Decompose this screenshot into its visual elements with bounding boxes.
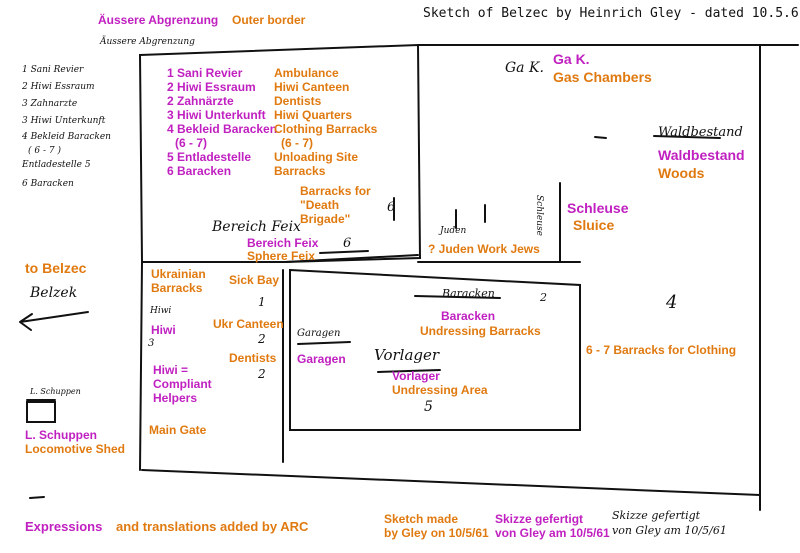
- legend-hw-8: 6 Baracken: [22, 179, 74, 189]
- upper-left-divider: [284, 254, 419, 263]
- number-hw-2: 2: [258, 332, 266, 346]
- legend-hw-7: Entladestelle 5: [22, 160, 91, 170]
- legend-en-6: (6 - 7): [281, 136, 314, 150]
- footer-translations: and translations added by ARC: [116, 519, 309, 534]
- vorlager-label-de: Vorlager: [392, 369, 440, 383]
- main-gate-label: Main Gate: [149, 423, 207, 437]
- ukrainian-barracks-label: Ukrainian Barracks: [151, 267, 206, 295]
- number-hw-5: 2: [540, 291, 547, 304]
- undressing-barracks-label-de: Baracken: [441, 309, 496, 323]
- number-hw-6: 4: [666, 292, 678, 313]
- number-hw-1: 1: [258, 295, 266, 309]
- main-area-bottom: [141, 469, 761, 496]
- outer-border-handwritten: Äussere Abgrenzung: [100, 37, 195, 47]
- to-belzec-handwritten: Belzek: [30, 285, 78, 301]
- death-brigade-label: Barracks for "Death Brigade": [300, 184, 371, 226]
- jews-handwritten: Juden: [440, 226, 467, 236]
- vorlager-handwritten: Vorlager: [374, 346, 440, 364]
- legend-hw-1: 1 Sani Revier: [22, 65, 84, 75]
- outer-border-label-en: Outer border: [232, 13, 306, 27]
- garages-label: Garagen: [297, 352, 346, 366]
- woods-handwritten: Waldbestand: [658, 125, 743, 140]
- main-area-left: [139, 261, 143, 471]
- footer-sketch-made: Sketch made by Gley on 10/5/61: [384, 512, 489, 540]
- woods-label-en: Woods: [658, 165, 705, 181]
- gas-chambers-handwritten: Ga K.: [505, 60, 544, 76]
- legend-hw-5: 4 Bekleid Baracken: [22, 132, 111, 142]
- legend-de-7: 5 Entladestelle: [167, 150, 252, 164]
- legend-de-6: (6 - 7): [175, 136, 208, 150]
- legend-hw-3: 3 Zahnarzte: [22, 99, 78, 109]
- to-belzec-arrow: [19, 311, 89, 331]
- legend-de-5: 4 Bekleid Baracken: [167, 122, 278, 136]
- vorlager-label-en: Undressing Area: [392, 383, 488, 397]
- legend-en-8: Barracks: [274, 164, 326, 178]
- legend-en-5: Clothing Barracks: [274, 122, 378, 136]
- feix-handwritten: Bereich Feix: [212, 219, 301, 235]
- number-hw-4: 3: [148, 338, 155, 349]
- shed-label-en: Locomotive Shed: [25, 442, 126, 456]
- hiwi-label-de: Hiwi: [151, 323, 176, 337]
- feix-label-de: Bereich Feix: [247, 236, 319, 250]
- clothing-barracks-label: 6 - 7 Barracks for Clothing: [586, 343, 737, 357]
- sick-bay-label: Sick Bay: [229, 273, 280, 287]
- feix-label-en: Sphere Feix: [247, 249, 316, 263]
- footer-handwritten-note: Skizze gefertigt von Gley am 10/5/61: [612, 509, 727, 537]
- legend-en-3: Dentists: [274, 94, 322, 108]
- legend-en-4: Hiwi Quarters: [274, 108, 353, 122]
- upper-left-block: [138, 43, 422, 263]
- death-brigade-number: 6: [387, 200, 396, 215]
- sluice-handwritten: Schleuse: [534, 195, 544, 236]
- to-belzec-label: to Belzec: [25, 260, 87, 276]
- legend-de-8: 6 Baracken: [167, 164, 232, 178]
- outer-border-label-de: Äussere Abgrenzung: [98, 13, 219, 27]
- legend-de-3: 2 Zahnärzte: [167, 94, 234, 108]
- feix-number: 6: [343, 236, 352, 251]
- shed-handwritten: L. Schuppen: [30, 387, 81, 396]
- hiwi-label-en: Hiwi = Compliant Helpers: [153, 363, 212, 405]
- gas-chambers-label-en: Gas Chambers: [553, 69, 652, 85]
- footer-skizze-gefertigt: Skizze gefertigt von Gley am 10/5/61: [495, 512, 610, 540]
- sluice-label-en: Sluice: [573, 217, 615, 233]
- legend-de-1: 1 Sani Revier: [167, 66, 243, 80]
- shed-box: [26, 401, 56, 423]
- gas-chambers-label-de: Ga K.: [553, 51, 590, 67]
- legend-hw-6: ( 6 - 7 ): [28, 146, 61, 156]
- legend-en-1: Ambulance: [274, 66, 339, 80]
- shed-label-de: L. Schuppen: [25, 428, 97, 442]
- legend-de-2: 2 Hiwi Essraum: [167, 80, 256, 94]
- footer-expressions: Expressions: [25, 519, 103, 534]
- hiwi-handwritten: Hiwi: [150, 306, 172, 316]
- number-hw-7: 5: [424, 399, 433, 415]
- sluice-label-de: Schleuse: [567, 200, 629, 216]
- legend-en-2: Hiwi Canteen: [274, 80, 350, 94]
- legend-hw-4: 3 Hiwi Unterkunft: [22, 116, 106, 126]
- undressing-barracks-handwritten: Baracken: [442, 287, 495, 300]
- legend-hw-2: 2 Hiwi Essraum: [22, 82, 95, 92]
- legend-de-4: 3 Hiwi Unterkunft: [167, 108, 266, 122]
- number-hw-3: 2: [258, 367, 266, 381]
- ukr-canteen-label: Ukr Canteen: [213, 317, 284, 331]
- dentists-label: Dentists: [229, 351, 277, 365]
- garages-handwritten: Garagen: [297, 328, 341, 339]
- undressing-barracks-label-en: Undressing Barracks: [420, 324, 541, 338]
- sketch-title: Sketch of Belzec by Heinrich Gley - date…: [423, 6, 800, 21]
- jews-label: ? Juden Work Jews: [428, 242, 540, 256]
- inner-block: [289, 268, 581, 431]
- legend-en-7: Unloading Site: [274, 150, 358, 164]
- woods-label-de: Waldbestand: [658, 147, 745, 163]
